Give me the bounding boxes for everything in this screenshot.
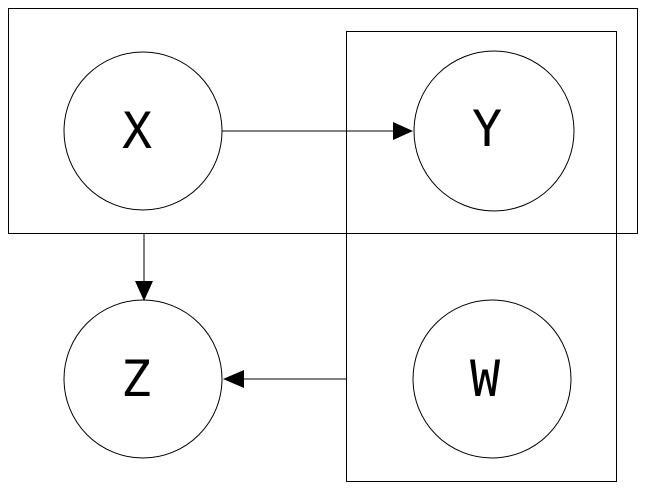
- node-x: X: [63, 51, 223, 211]
- node-w-label: W: [470, 350, 501, 408]
- edge-group-y-w-to-z-arrowhead: [223, 370, 244, 388]
- node-w-circle: [412, 299, 572, 459]
- node-w: W: [412, 299, 572, 459]
- node-z-circle: [63, 299, 223, 459]
- group-box-y-w: [346, 31, 617, 482]
- group-box-x-y: [8, 8, 638, 234]
- edge-x-to-y: [222, 122, 413, 140]
- edge-group-x-y-to-z: [135, 234, 153, 301]
- node-z-label: Z: [121, 350, 151, 408]
- edge-group-y-w-to-z: [223, 370, 346, 388]
- node-y-label: Y: [472, 100, 502, 158]
- node-x-label: X: [122, 102, 152, 160]
- edge-group-x-y-to-z-arrowhead: [135, 281, 153, 301]
- node-y: Y: [413, 50, 575, 212]
- node-x-circle: [63, 51, 223, 211]
- node-y-circle: [413, 50, 575, 212]
- edge-x-to-y-arrowhead: [393, 122, 413, 140]
- node-z: Z: [63, 299, 223, 459]
